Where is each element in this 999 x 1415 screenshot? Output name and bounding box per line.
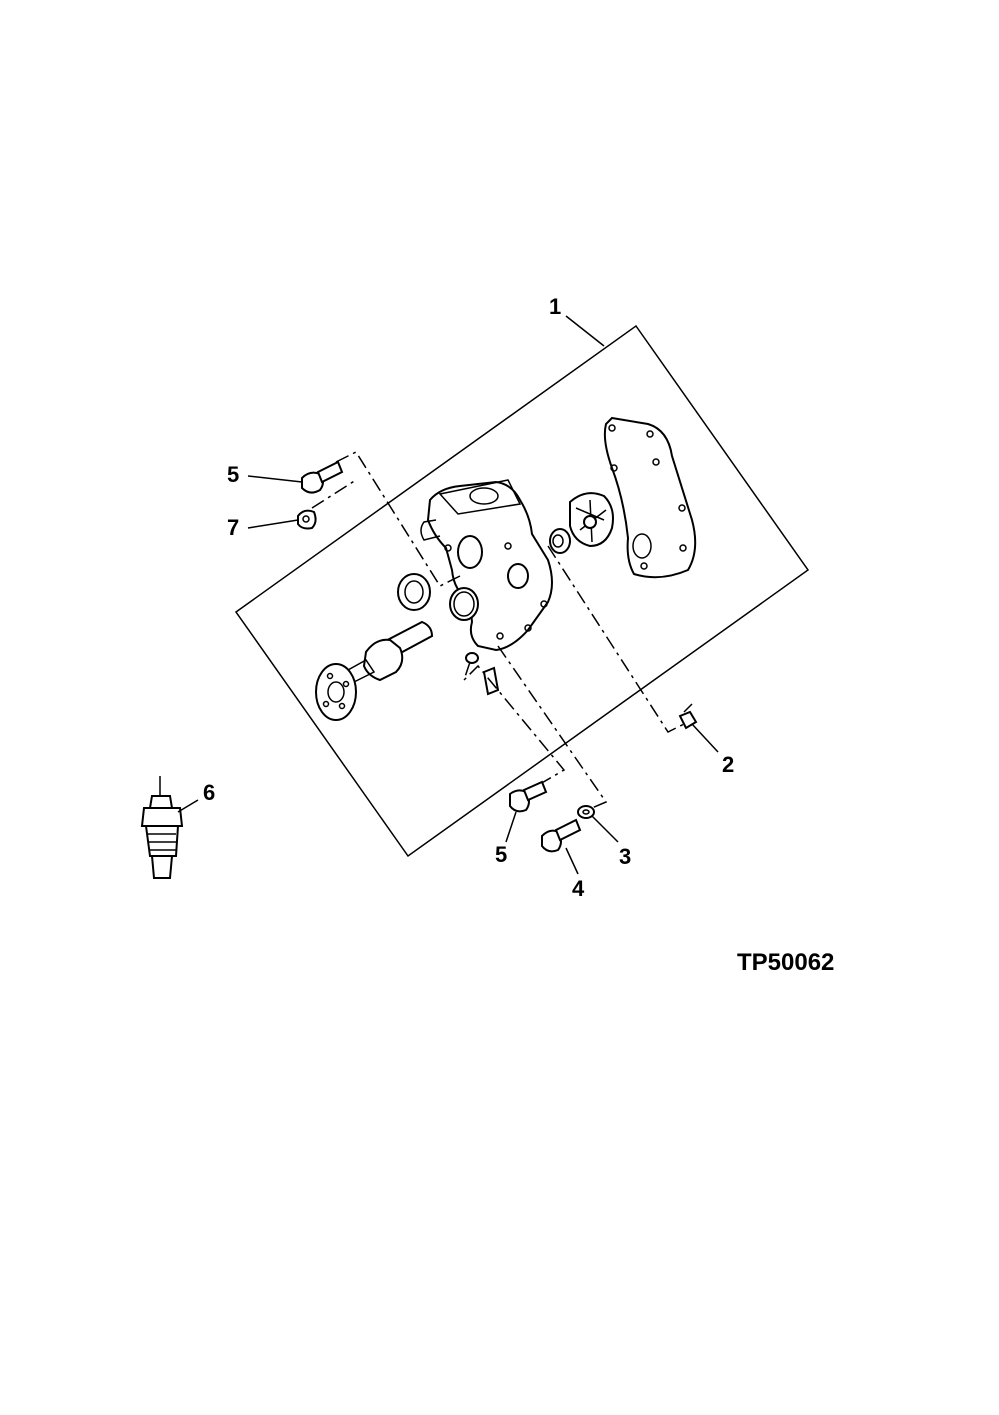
figure-id: TP50062 (737, 949, 834, 976)
callout-6: 6 (203, 780, 215, 805)
impeller (569, 492, 614, 548)
callout-3: 3 (619, 844, 631, 869)
shaft-bearing (347, 620, 434, 683)
temperature-sensor (140, 776, 184, 879)
leader-6 (177, 799, 199, 813)
o-ring (449, 587, 479, 621)
pump-cover-plate (603, 416, 697, 579)
assembly-line-nut (311, 479, 357, 509)
pulley-hub (315, 663, 357, 721)
bolt-item-4 (541, 818, 582, 853)
assembly-line-top-bolt (335, 451, 461, 587)
callout-1: 1 (549, 294, 561, 319)
assembly-line-bottom-bolt (463, 661, 566, 785)
bolt-bottom (509, 780, 548, 813)
assembly-boundary (234, 324, 810, 858)
bolt-top (301, 460, 344, 494)
assembly-line-plug (547, 545, 685, 733)
leader-4 (565, 847, 579, 875)
callout-2: 2 (722, 752, 734, 777)
callout-5-top: 5 (227, 462, 239, 487)
leader-7 (247, 519, 299, 529)
leader-2 (691, 723, 719, 753)
leader-5-top (247, 475, 303, 483)
leader-3 (591, 815, 619, 843)
assembly-line-washer (497, 645, 608, 809)
callout-7: 7 (227, 515, 239, 540)
washer (577, 805, 595, 819)
pump-housing (420, 479, 553, 652)
callout-5-bottom: 5 (495, 842, 507, 867)
callout-4: 4 (572, 876, 585, 901)
leader-5-bottom (505, 811, 517, 843)
leader-1 (565, 315, 605, 347)
seal-ring-right (549, 528, 571, 554)
nut (297, 509, 317, 530)
seal-ring-left (397, 573, 431, 611)
